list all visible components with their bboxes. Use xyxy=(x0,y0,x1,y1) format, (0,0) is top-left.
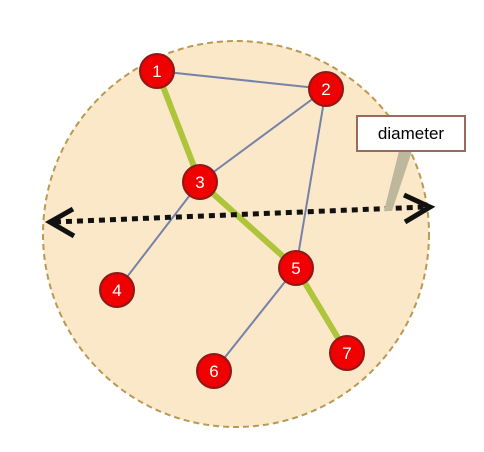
node-5: 5 xyxy=(278,250,314,286)
node-7: 7 xyxy=(329,335,365,371)
node-label: 3 xyxy=(195,173,204,192)
node-label: 1 xyxy=(152,62,161,81)
diameter-arrow xyxy=(44,192,436,239)
edge-2-3 xyxy=(199,88,327,183)
diameter-callout: diameter xyxy=(356,115,466,211)
node-label: 7 xyxy=(342,344,351,363)
callout-pointer xyxy=(384,151,412,211)
edge-2-5 xyxy=(295,88,327,269)
edge-1-2 xyxy=(156,70,327,90)
node-label: 2 xyxy=(321,80,330,99)
node-label: 4 xyxy=(112,281,121,300)
node-circle xyxy=(308,71,344,107)
node-circle xyxy=(278,250,314,286)
node-1: 1 xyxy=(139,53,175,89)
callout-label: diameter xyxy=(378,124,444,143)
node-3: 3 xyxy=(182,164,218,200)
highlighted-edge-3-5 xyxy=(197,179,299,271)
diameter-arrowhead-left xyxy=(44,206,76,239)
node-circle xyxy=(329,335,365,371)
node-circle xyxy=(182,164,218,200)
edge-3-4 xyxy=(116,181,201,291)
node-circle xyxy=(196,353,232,389)
node-6: 6 xyxy=(196,353,232,389)
node-4: 4 xyxy=(99,272,135,308)
diameter-arrowhead-right xyxy=(402,192,436,225)
enclosing-circle xyxy=(42,40,430,428)
edge-5-6 xyxy=(213,267,297,372)
node-circle xyxy=(139,53,175,89)
node-label: 6 xyxy=(209,362,218,381)
node-2: 2 xyxy=(308,71,344,107)
diameter-arrow-line xyxy=(54,204,426,225)
callout-box xyxy=(356,115,466,152)
highlighted-edge-1-3 xyxy=(154,68,203,185)
nodes: 1 2 3 4 5 6 7 xyxy=(99,53,365,389)
node-label: 5 xyxy=(291,259,300,278)
node-circle xyxy=(99,272,135,308)
edges xyxy=(116,68,350,372)
